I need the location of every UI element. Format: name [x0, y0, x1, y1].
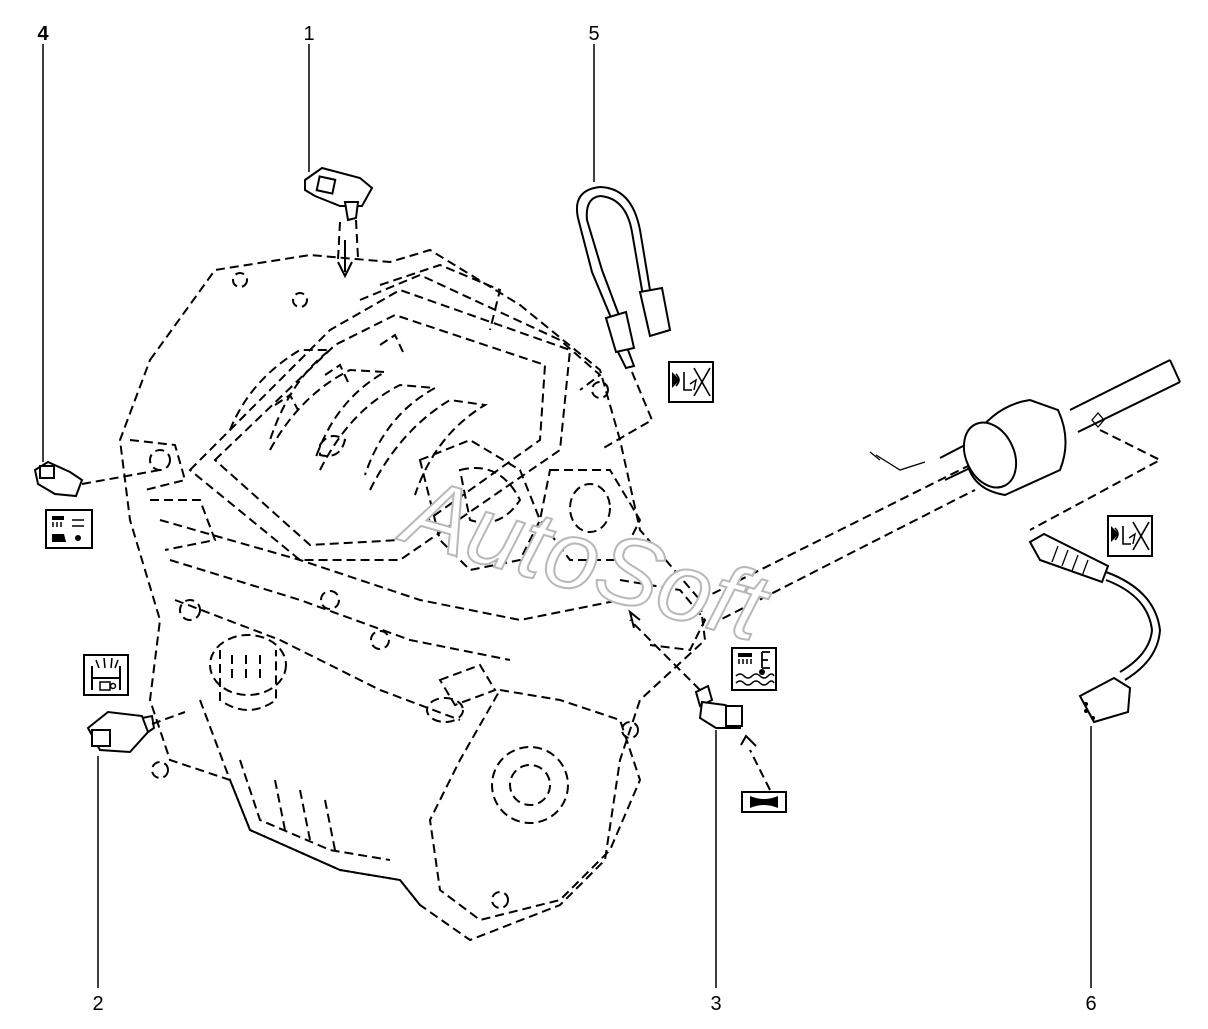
callout-4: 4	[37, 23, 49, 45]
upstream-oxygen-sensor-icon	[668, 361, 714, 403]
engine-block	[118, 248, 707, 942]
callout-2: 2	[92, 993, 103, 1015]
camshaft-sensor-icon	[45, 509, 93, 549]
part-4-sensor	[33, 460, 161, 498]
part-5-upstream-o2-sensor	[576, 186, 672, 451]
exhaust-pipe	[699, 359, 1181, 626]
part-1-camshaft-sensor	[304, 166, 374, 279]
callout-5: 5	[588, 23, 599, 45]
sealant-icon	[741, 791, 787, 813]
callout-1: 1	[303, 23, 314, 45]
coolant-temperature-icon	[731, 647, 777, 691]
callout-3: 3	[710, 993, 721, 1015]
part-6-downstream-o2-sensor	[1028, 429, 1163, 724]
callout-numbers: 1 2 3 4 5 6	[37, 23, 1096, 1015]
leader-lines	[42, 44, 1092, 988]
callout-6: 6	[1085, 993, 1096, 1015]
oil-pressure-icon	[83, 654, 129, 696]
part-3-coolant-sensor	[628, 609, 771, 791]
watermark: AutoSoft	[389, 456, 780, 663]
part-2-oil-pressure-switch	[86, 710, 186, 754]
downstream-oxygen-sensor-icon	[1107, 515, 1153, 557]
